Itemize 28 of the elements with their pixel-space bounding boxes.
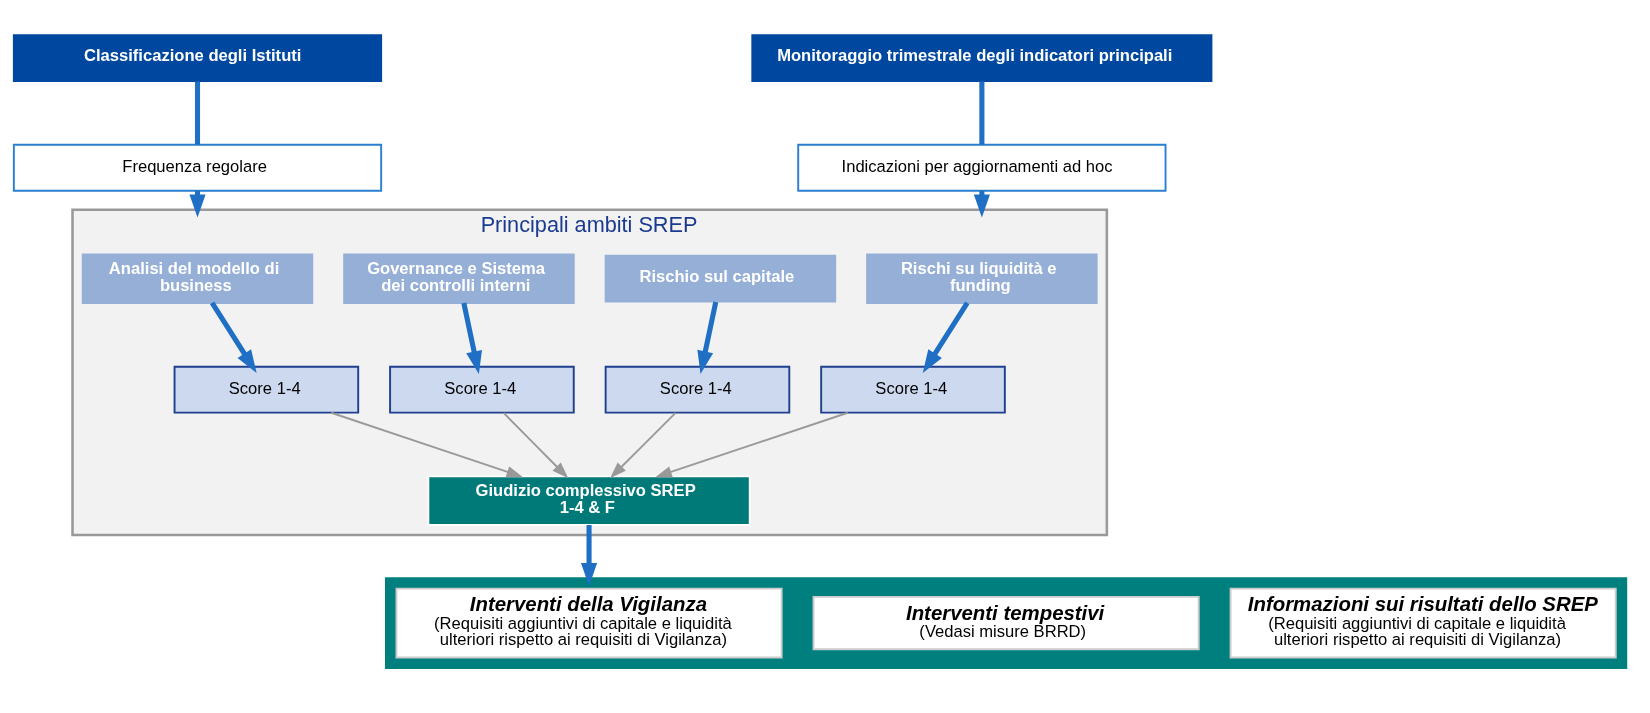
node-box: Score 1-4 <box>389 365 575 414</box>
node-box: Giudizio complessivo SREP 1-4 & F <box>427 475 751 526</box>
node-box: Monitoraggio trimestrale degli indicatori principali <box>751 34 1213 82</box>
arrow <box>502 411 569 479</box>
arrow <box>610 411 677 479</box>
arrow <box>581 525 598 587</box>
arrow <box>330 411 524 478</box>
arrow <box>922 301 970 374</box>
arrow <box>697 301 719 374</box>
connector <box>194 81 201 145</box>
node-box: Score 1-4 <box>604 365 791 414</box>
node-box: Frequenza regolare <box>12 143 383 192</box>
connector <box>979 81 985 145</box>
node-box: Rischio sul capitale <box>604 254 837 303</box>
arrow <box>209 301 257 374</box>
node-box: Rischi su liquidità e funding <box>866 253 1098 304</box>
node-box: Informazioni sui risultati dello SREP (Requisiti aggiuntivi di capitale e liquidità ulteriori rispetto ai requisiti di Vigilanza) <box>1229 587 1617 659</box>
arrow <box>461 302 482 375</box>
node-box: Score 1-4 <box>173 365 360 414</box>
node-box: Interventi tempestivi (Vedasi misure BRRD) <box>812 595 1200 651</box>
node-box: Governance e Sistema dei controlli interni <box>343 253 575 304</box>
node-box: Classificazione degli Istituti <box>12 34 383 82</box>
cluster <box>385 577 1628 669</box>
node-box: Indicazioni per aggiornamenti ad hoc <box>797 143 1167 192</box>
node-box: Analisi del modello di business <box>81 253 314 304</box>
node-box: Interventi della Vigilanza (Requisiti aggiuntivi di capitale e liquidità ulteriori rispetto ai requisiti di Vigilanza) <box>395 587 783 659</box>
arrow <box>655 411 849 478</box>
node-box: Score 1-4 <box>820 365 1006 414</box>
